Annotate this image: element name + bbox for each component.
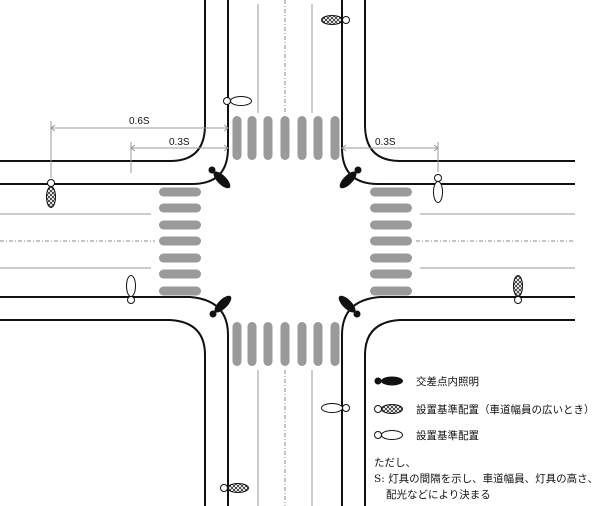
dimension-label-0.3s-left: 0.3S	[169, 137, 190, 148]
hatched-light-icon	[374, 404, 403, 414]
open-light-icon	[433, 174, 443, 203]
note-title: ただし、	[374, 457, 416, 469]
dimension-label-0.3s-right: 0.3S	[375, 137, 396, 148]
intersection-light-icon	[207, 293, 234, 320]
intersection-light-icon	[374, 376, 403, 386]
intersection-light-icon	[336, 293, 363, 320]
legend-label-hatched: 設置基準配置（車道幅員の広いとき）	[416, 403, 595, 416]
legend-label-open: 設置基準配置	[416, 429, 479, 442]
intersection-light-icon	[206, 164, 233, 191]
lane-markings	[0, 0, 575, 506]
open-light-icon	[321, 403, 350, 413]
crosswalk-south	[232, 322, 340, 366]
hatched-light-icon	[321, 15, 350, 25]
hatched-light-icon	[513, 275, 523, 304]
dimension-lines	[50, 121, 439, 178]
crosswalk-north	[232, 116, 340, 160]
open-light-icon	[126, 275, 136, 304]
dimension-label-0.6s: 0.6S	[129, 116, 150, 127]
legend: 交差点内照明 設置基準配置（車道幅員の広いとき） 設置基準配置 ただし、 S: …	[374, 375, 598, 501]
road-edges	[0, 0, 575, 506]
crosswalk-east	[370, 187, 412, 296]
open-light-icon	[223, 96, 252, 106]
hatched-light-icon	[220, 483, 249, 493]
crosswalk-west	[159, 187, 201, 296]
legend-label-intersection: 交差点内照明	[416, 375, 479, 388]
note-line-2: 配光などにより決まる	[386, 488, 491, 501]
note-line-1: S: 灯具の間隔を示し、車道幅員、灯具の高さ、	[374, 472, 598, 485]
intersection-light-icon	[337, 164, 364, 191]
open-light-icon	[374, 430, 403, 440]
hatched-light-icon	[46, 179, 56, 208]
